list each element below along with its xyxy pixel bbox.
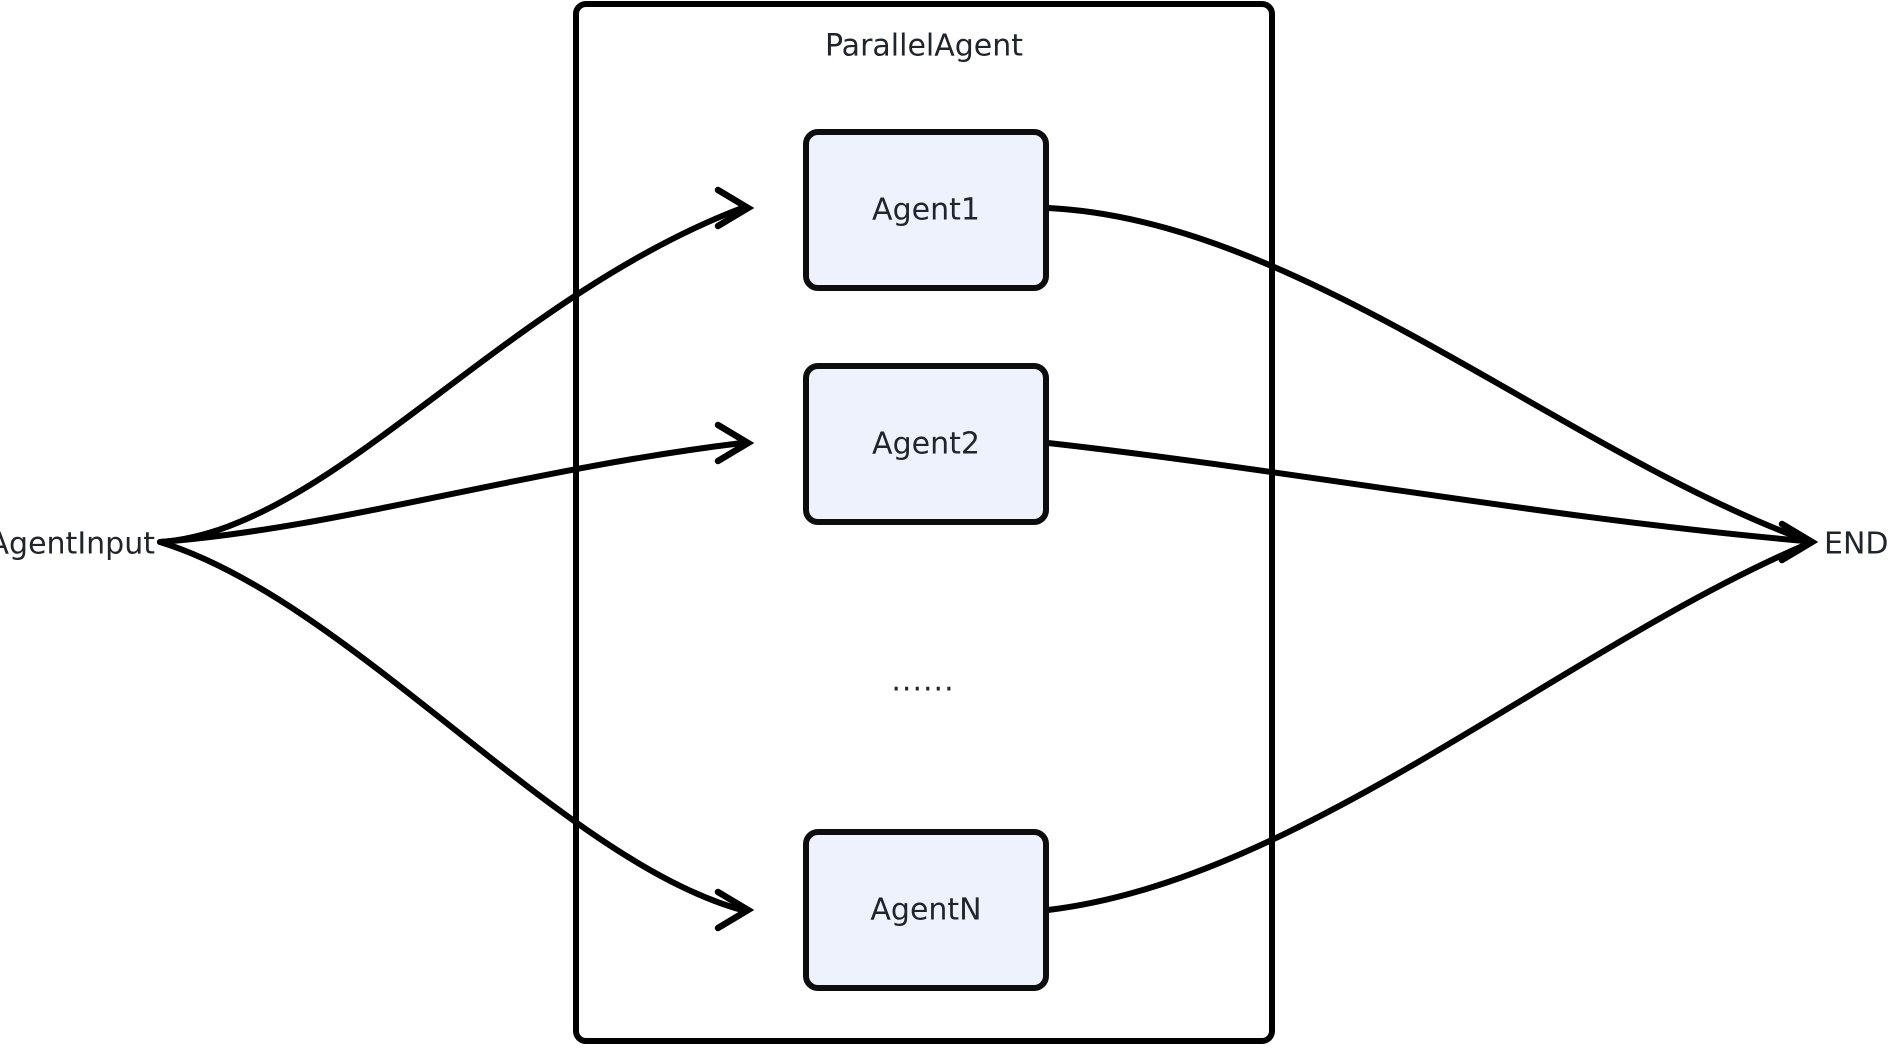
parallel-agent-container-title: ParallelAgent bbox=[825, 29, 1023, 64]
node-agent1[interactable] bbox=[803, 129, 1049, 291]
node-agent1-label: Agent1 bbox=[872, 193, 980, 228]
arrowhead-to-agentn-icon bbox=[714, 888, 755, 932]
arrowhead-to-end-icon bbox=[1778, 520, 1819, 564]
edge-agent1-to-end bbox=[1045, 205, 1808, 543]
arrowhead-to-agent2-icon bbox=[714, 421, 755, 465]
node-agent-input-label: AgentInput bbox=[0, 527, 155, 562]
node-agent2[interactable] bbox=[803, 363, 1049, 525]
edge-agent2-to-end bbox=[1045, 440, 1808, 544]
edge-input-to-agent1 bbox=[157, 205, 745, 545]
edge-agentn-to-end bbox=[1045, 542, 1808, 913]
edge-input-to-agent2 bbox=[157, 440, 745, 545]
node-agentn[interactable] bbox=[803, 829, 1049, 991]
node-end-label: END bbox=[1824, 527, 1888, 562]
edge-input-to-agentn bbox=[157, 539, 745, 913]
arrowhead-to-agent1-icon bbox=[714, 186, 755, 230]
ellipsis-label: ...... bbox=[891, 664, 954, 699]
node-agentn-label: AgentN bbox=[870, 893, 981, 928]
node-agent2-label: Agent2 bbox=[872, 427, 980, 462]
